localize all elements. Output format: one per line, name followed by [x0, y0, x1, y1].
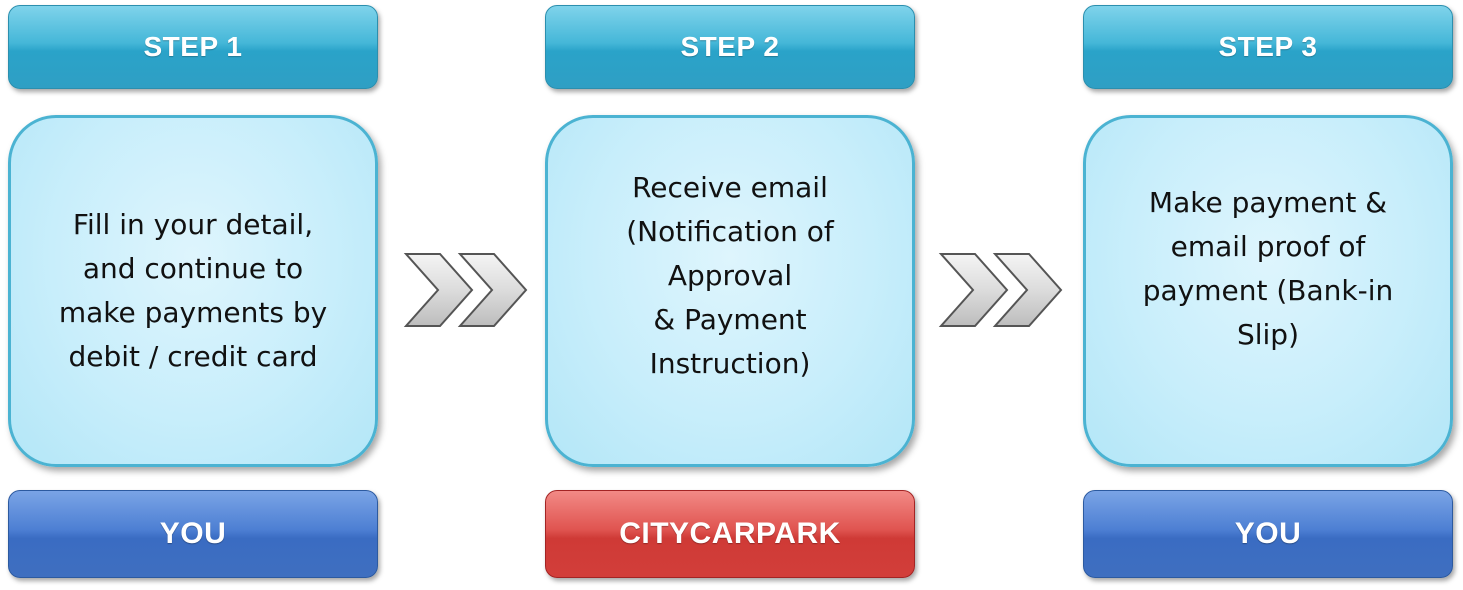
step-2-line-5: Instruction) [649, 347, 811, 380]
double-chevron-right-icon [938, 253, 1063, 327]
step-2-line-3: Approval [667, 259, 793, 292]
step-1-description: Fill in your detail, and continue to mak… [59, 203, 327, 379]
step-3-actor-badge: YOU [1083, 490, 1453, 578]
step-1-column: STEP 1 Fill in your detail, and continue… [8, 0, 378, 590]
step-2-header: STEP 2 [545, 5, 915, 89]
step-3-actor-label: YOU [1234, 517, 1302, 550]
double-chevron-right-icon [403, 253, 528, 327]
step-2-description: Receive email (Notification of Approval … [626, 166, 833, 386]
step-3-line-1: Make payment & [1148, 186, 1388, 219]
step-3-header-label: STEP 3 [1218, 31, 1318, 62]
step-3-line-3: payment (Bank-in [1142, 274, 1394, 307]
step-2-column: STEP 2 Receive email (Notification of Ap… [545, 0, 915, 590]
step-3-header: STEP 3 [1083, 5, 1453, 89]
step-1-header: STEP 1 [8, 5, 378, 89]
step-3-line-4: Slip) [1236, 318, 1299, 351]
step-2-header-label: STEP 2 [680, 31, 780, 62]
step-2-line-1: Receive email [632, 171, 828, 204]
step-1-line-4: debit / credit card [68, 340, 318, 373]
step-2-actor-label: CITYCARPARK [619, 517, 841, 550]
step-3-card: Make payment & email proof of payment (B… [1083, 115, 1453, 467]
step-3-description: Make payment & email proof of payment (B… [1143, 181, 1394, 357]
step-2-line-2: (Notification of [626, 215, 834, 248]
step-1-line-2: and continue to [82, 252, 304, 285]
step-2-card: Receive email (Notification of Approval … [545, 115, 915, 467]
step-2-actor-badge: CITYCARPARK [545, 490, 915, 578]
step-1-line-3: make payments by [58, 296, 328, 329]
step-1-card: Fill in your detail, and continue to mak… [8, 115, 378, 467]
step-1-actor-badge: YOU [8, 490, 378, 578]
step-3-column: STEP 3 Make payment & email proof of pay… [1083, 0, 1453, 590]
step-1-line-1: Fill in your detail, [72, 208, 314, 241]
step-3-line-2: email proof of [1170, 230, 1366, 263]
step-1-header-label: STEP 1 [143, 31, 243, 62]
step-2-line-4: & Payment [653, 303, 807, 336]
step-1-actor-label: YOU [159, 517, 227, 550]
